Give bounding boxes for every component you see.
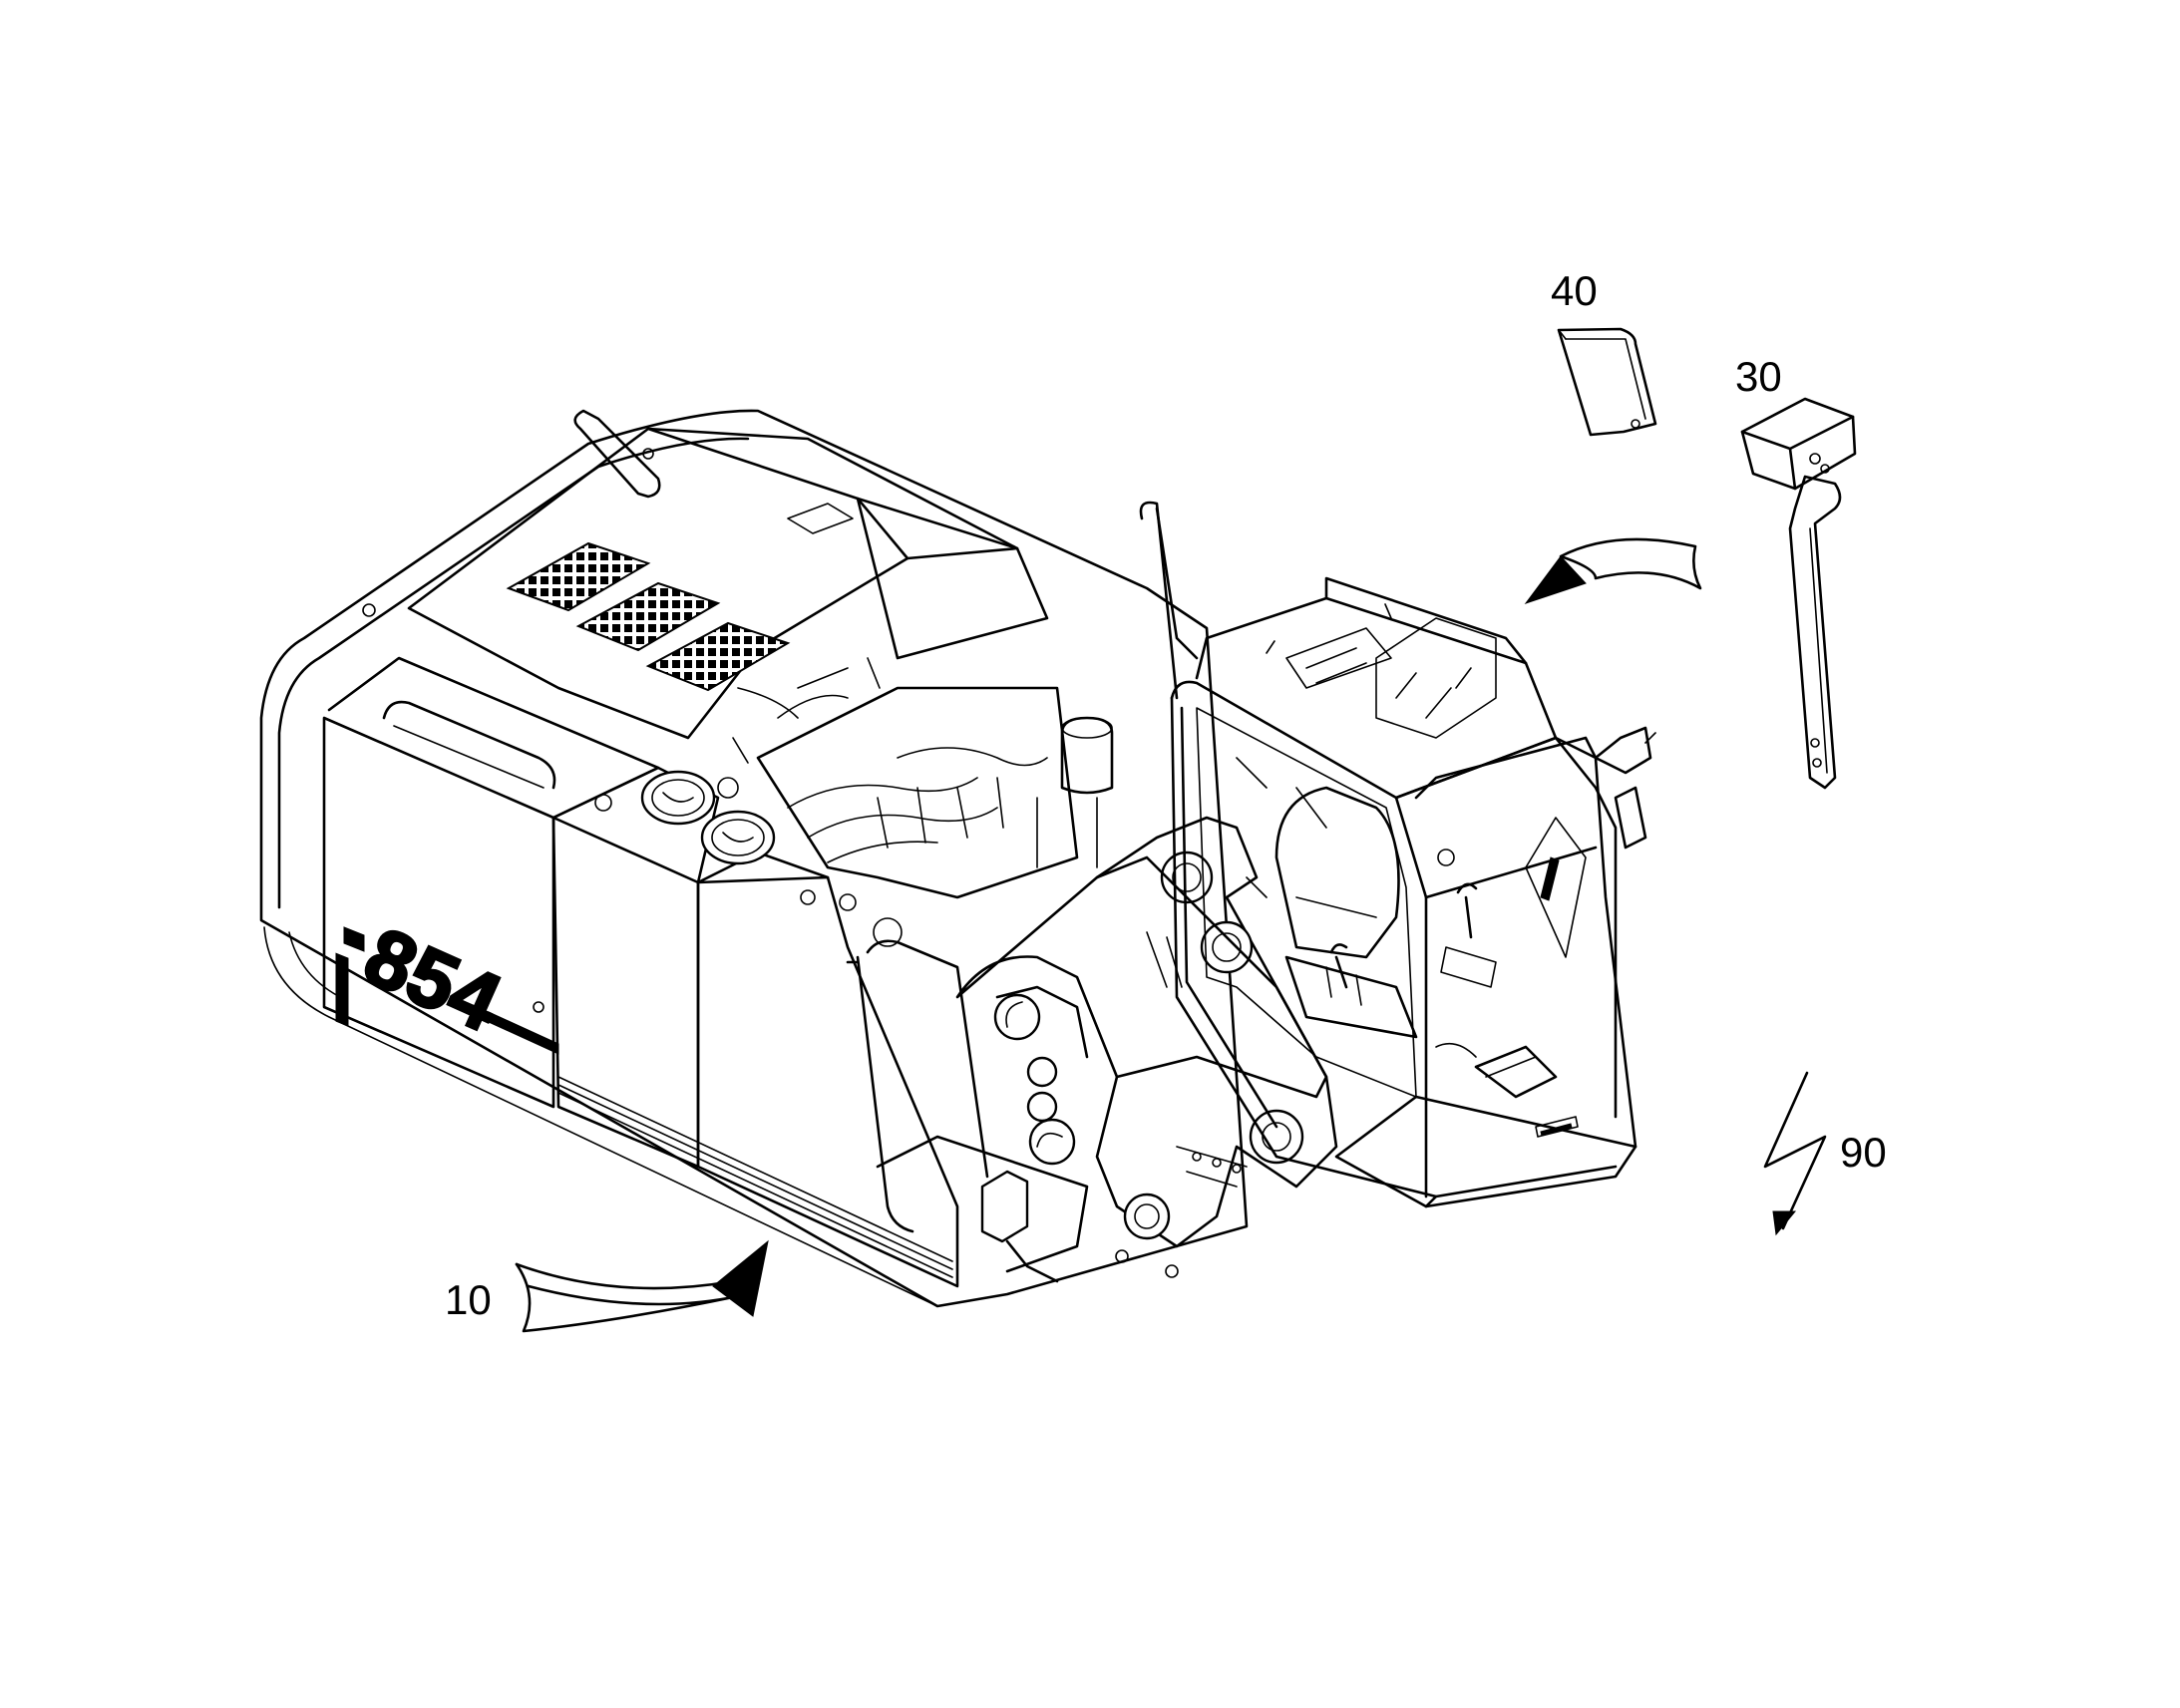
operator-cab xyxy=(1139,501,1656,1208)
ref-label-90: 90 xyxy=(1840,1129,1887,1176)
arrow-upper xyxy=(1524,537,1702,604)
component-40-panel xyxy=(1557,327,1657,437)
arrow-10 xyxy=(515,1239,769,1333)
ref-label-30: 30 xyxy=(1735,353,1782,400)
ref-label-10: 10 xyxy=(445,1276,492,1323)
wireless-signal-symbol xyxy=(1763,1071,1827,1236)
ref-label-40: 40 xyxy=(1551,267,1598,314)
component-30-bracket xyxy=(1740,397,1857,790)
